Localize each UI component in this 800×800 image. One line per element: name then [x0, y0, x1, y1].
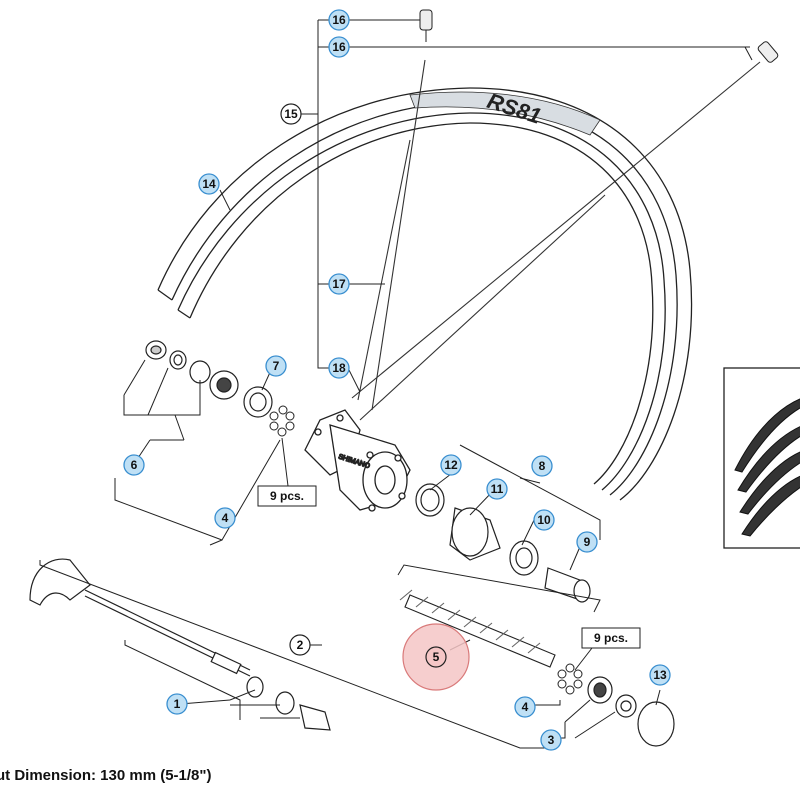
callout-15[interactable]: 15: [280, 103, 302, 125]
callout-10-label: 10: [537, 513, 551, 527]
callout-3[interactable]: 3: [540, 729, 562, 751]
freehub-parts: [415, 483, 591, 603]
callout-2-label: 2: [297, 638, 304, 652]
callout-14-label: 14: [202, 177, 216, 191]
callout-12[interactable]: 12: [440, 454, 462, 476]
callout-5-label: 5: [433, 650, 440, 664]
callout-4a[interactable]: 4: [214, 507, 236, 529]
callout-10[interactable]: 10: [533, 509, 555, 531]
callout-13[interactable]: 13: [649, 664, 671, 686]
callout-15-label: 15: [284, 107, 298, 121]
axle-bracket: [397, 564, 601, 613]
callout-17-label: 17: [332, 277, 346, 291]
quick-release-skewer: [29, 558, 331, 731]
callout-16a[interactable]: 16: [328, 9, 350, 31]
callout-4b-label: 4: [522, 700, 529, 714]
callout-1[interactable]: 1: [166, 693, 188, 715]
callout-16b-label: 16: [332, 40, 346, 54]
callout-9[interactable]: 9: [576, 531, 598, 553]
callout-12-label: 12: [444, 458, 458, 472]
pcs-label-bottom-box: 9 pcs.: [581, 627, 641, 649]
spoke-nipple-top: [419, 9, 433, 42]
callout-11[interactable]: 11: [486, 478, 508, 500]
callout-6[interactable]: 6: [123, 454, 145, 476]
callout-8-label: 8: [539, 459, 546, 473]
right-cone-stack: [587, 676, 675, 747]
callout-4b[interactable]: 4: [514, 696, 536, 718]
callout-2[interactable]: 2: [289, 634, 311, 656]
callout-16a-label: 16: [332, 13, 346, 27]
callout-7-label: 7: [273, 359, 280, 373]
callouts: 16 16 14 17 18 7 6 4: [123, 9, 671, 751]
spoke-nipple-right: [757, 41, 779, 63]
callout-9-label: 9: [584, 535, 591, 549]
pcs-label-top: 9 pcs.: [270, 489, 304, 503]
callout-5[interactable]: 5: [425, 646, 447, 668]
leader-lines: [39, 19, 753, 749]
ball-bearings-right: [557, 663, 583, 695]
overall-dimension-label: ut Dimension: 130 mm (5-1/8"): [0, 767, 212, 784]
pcs-label-top-box: 9 pcs.: [257, 485, 317, 507]
axle: [399, 589, 556, 668]
callout-4a-label: 4: [222, 511, 229, 525]
callout-17[interactable]: 17: [328, 273, 350, 295]
spokes: [351, 59, 761, 421]
hub-body: SHIMANO: [304, 409, 411, 512]
rim: [157, 87, 693, 501]
callout-16b[interactable]: 16: [328, 36, 350, 58]
callout-3-label: 3: [548, 733, 555, 747]
rim-detail-inset: [723, 367, 800, 549]
ball-bearings-left: [269, 405, 295, 437]
left-bearing-stack: [145, 340, 273, 418]
callout-14[interactable]: 14: [198, 173, 220, 195]
callout-6-label: 6: [131, 458, 138, 472]
callout-1-label: 1: [174, 697, 181, 711]
callout-7[interactable]: 7: [265, 355, 287, 377]
callout-11-label: 11: [491, 482, 504, 496]
callout-13-label: 13: [653, 668, 667, 682]
callout-18[interactable]: 18: [328, 357, 350, 379]
rim-decal-group: RS81: [409, 88, 601, 136]
callout-8[interactable]: 8: [531, 455, 553, 477]
callout-18-label: 18: [332, 361, 346, 375]
pcs-label-bottom: 9 pcs.: [594, 631, 628, 645]
